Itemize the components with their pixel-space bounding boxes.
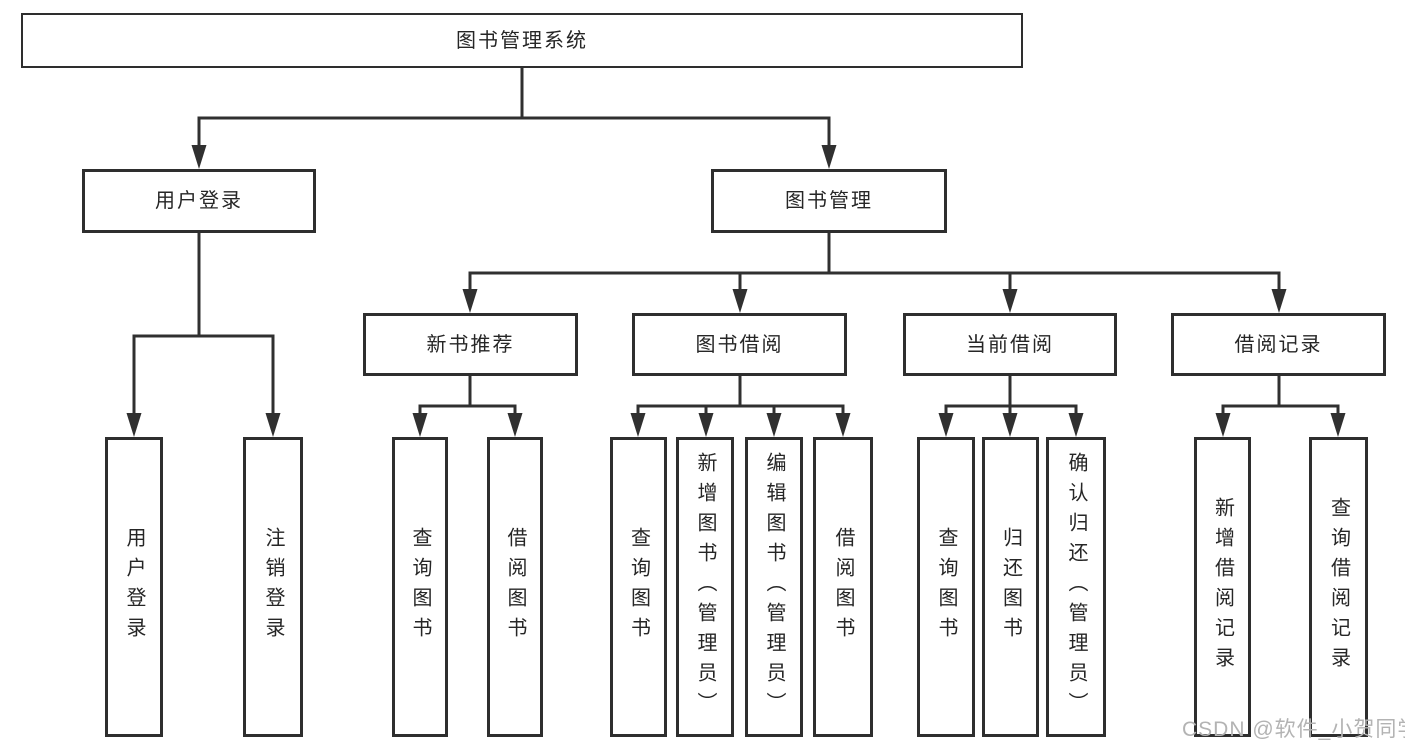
node-label: 当前借阅 [966, 333, 1054, 356]
leaf-records-add-record: 新增借阅记录 [1194, 437, 1251, 737]
leaf-user-login: 用户登录 [105, 437, 163, 737]
node-book-management: 图书管理 [711, 169, 947, 233]
node-label: 注销登录 [262, 527, 284, 647]
leaf-borrowing-edit-books-admin: 编辑图书（管理员） [745, 437, 803, 737]
leaf-borrowing-borrow-books: 借阅图书 [813, 437, 873, 737]
node-book-management-system: 图书管理系统 [21, 13, 1023, 68]
leaf-current-confirm-return-admin: 确认归还（管理员） [1046, 437, 1106, 737]
node-label: 借阅图书 [832, 527, 854, 647]
node-label: 借阅图书 [504, 527, 526, 647]
node-label: 查询图书 [935, 527, 957, 647]
node-borrow-records: 借阅记录 [1171, 313, 1386, 376]
node-label: 用户登录 [123, 527, 145, 647]
csdn-watermark: CSDN @软件_小贺同学 [1182, 718, 1405, 741]
arrowheads [126, 145, 1346, 437]
node-label: 借阅记录 [1234, 333, 1323, 356]
node-label: 归还图书 [999, 527, 1022, 647]
node-label: 新书推荐 [426, 333, 515, 356]
leaf-borrowing-query-books: 查询图书 [610, 437, 667, 737]
node-label: 查询图书 [627, 527, 650, 647]
node-label: 用户登录 [155, 190, 243, 212]
node-label: 新增借阅记录 [1211, 497, 1234, 677]
leaf-current-return-books: 归还图书 [982, 437, 1039, 737]
node-book-borrowing: 图书借阅 [632, 313, 847, 376]
node-user-login: 用户登录 [82, 169, 316, 233]
node-label: 图书借阅 [695, 333, 784, 356]
node-label: 图书管理系统 [456, 29, 588, 52]
leaf-borrowing-add-books-admin: 新增图书（管理员） [676, 437, 734, 737]
node-label: 查询图书 [409, 527, 431, 647]
node-label: 新增图书（管理员） [694, 452, 716, 722]
node-current-borrowing: 当前借阅 [903, 313, 1117, 376]
node-label: 图书管理 [785, 190, 873, 212]
leaf-logout: 注销登录 [243, 437, 303, 737]
node-new-book-recommend: 新书推荐 [363, 313, 578, 376]
leaf-records-query-record: 查询借阅记录 [1309, 437, 1368, 737]
leaf-current-query-books: 查询图书 [917, 437, 975, 737]
leaf-recommend-query-books: 查询图书 [392, 437, 448, 737]
node-label: 编辑图书（管理员） [763, 452, 785, 722]
leaf-recommend-borrow-books: 借阅图书 [487, 437, 543, 737]
node-label: 查询借阅记录 [1327, 497, 1350, 677]
node-label: 确认归还（管理员） [1065, 452, 1087, 722]
